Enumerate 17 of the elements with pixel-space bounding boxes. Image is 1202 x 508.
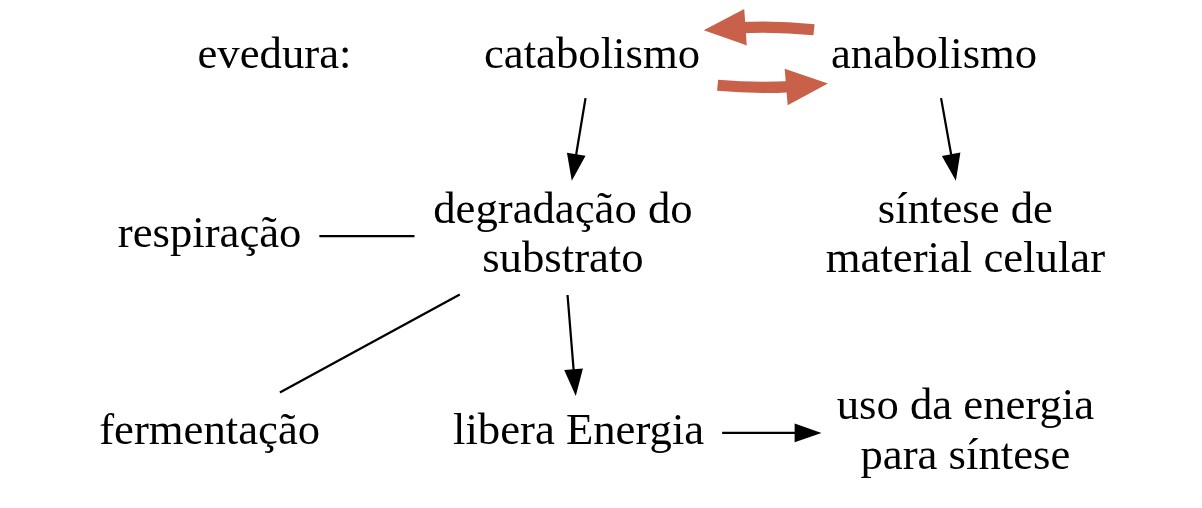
arrow [703, 8, 815, 46]
connector [318, 235, 414, 238]
arrow [566, 98, 587, 181]
node-text: síntese de material celular [825, 182, 1105, 282]
node-text: anabolismo [830, 28, 1037, 79]
node-text: degradação do substrato [432, 182, 693, 282]
arrow [721, 423, 821, 443]
connector [278, 293, 460, 394]
node-text: uso da energia para síntese [836, 379, 1094, 479]
node-text: fermentação [98, 404, 320, 455]
node-text: catabolismo [483, 28, 700, 79]
arrow [716, 68, 828, 106]
label: evedura: [197, 28, 351, 79]
arrow [939, 97, 960, 181]
arrow [563, 294, 583, 396]
node-text: respiração [117, 207, 301, 258]
node-text: libera Energia [452, 404, 704, 455]
